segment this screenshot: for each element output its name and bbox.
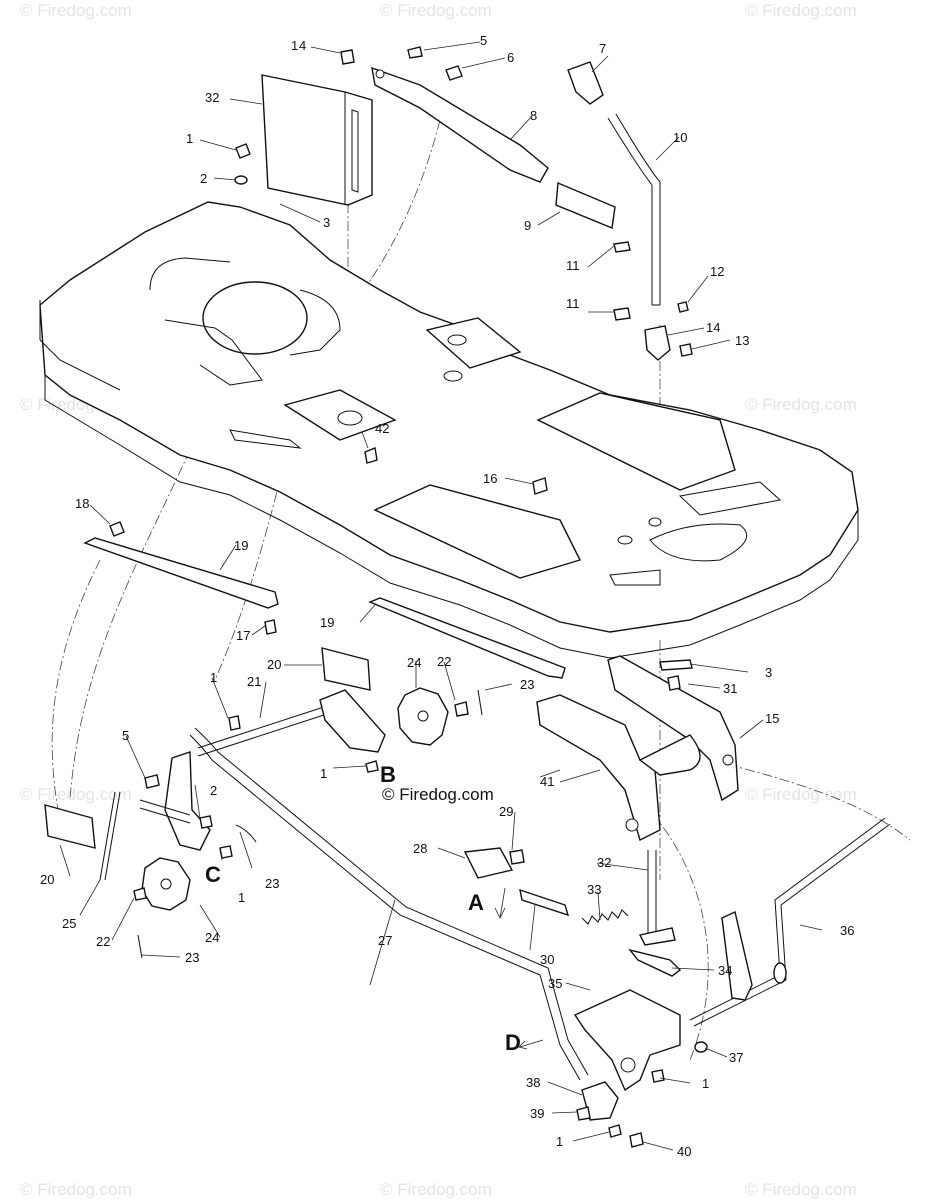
center-brand: © Firedog.com (382, 785, 494, 804)
callout: 1 (238, 890, 245, 905)
callout: 22 (437, 654, 451, 669)
watermark: © Firedog.com (20, 785, 132, 804)
callout: 22 (96, 934, 110, 949)
watermark: © Firedog.com (745, 785, 857, 804)
callout: 3 (323, 215, 330, 230)
callout: 18 (75, 496, 89, 511)
watermark: © Firedog.com (745, 1, 857, 20)
callout: 14 (706, 320, 720, 335)
callout: 11 (566, 258, 580, 273)
callout: 5 (480, 33, 487, 48)
callout: 34 (718, 963, 732, 978)
frame-plate (39, 201, 859, 659)
callout: 16 (483, 471, 497, 486)
callout: 41 (540, 774, 554, 789)
lower-right-parts (463, 817, 891, 1148)
callout: 30 (540, 952, 554, 967)
top-parts (234, 46, 693, 495)
callout: 1 (210, 670, 217, 685)
callout: 12 (710, 264, 724, 279)
callout: 3 (765, 665, 772, 680)
callout: 15 (765, 711, 779, 726)
watermark: © Firedog.com (20, 1180, 132, 1199)
middle-parts (83, 521, 739, 977)
callout: 8 (530, 108, 537, 123)
leader-lines (59, 41, 823, 1151)
reference-letters: A B C D (205, 762, 521, 1055)
callout: 20 (40, 872, 54, 887)
callout: 17 (236, 628, 250, 643)
callout: 1 (186, 131, 193, 146)
watermark-layer: © Firedog.com © Firedog.com © Firedog.co… (20, 1, 857, 1199)
callout: 1 (702, 1076, 709, 1091)
callout: 1 (320, 766, 327, 781)
callout: 5 (122, 728, 129, 743)
watermark: © Firedog.com (745, 395, 857, 414)
watermark: © Firedog.com (380, 1180, 492, 1199)
ref-letter-b: B (380, 762, 396, 787)
callout: 39 (530, 1106, 544, 1121)
callout: 9 (524, 218, 531, 233)
callout: 23 (265, 876, 279, 891)
callout: 6 (507, 50, 514, 65)
callout: 25 (62, 916, 76, 931)
callout: 36 (840, 923, 854, 938)
callout: 1 (556, 1134, 563, 1149)
callout: 38 (526, 1075, 540, 1090)
watermark: © Firedog.com (745, 1180, 857, 1199)
callout: 42 (375, 421, 389, 436)
callout: 40 (677, 1144, 691, 1159)
callout: 21 (247, 674, 261, 689)
callout: 32 (597, 855, 611, 870)
callout: 28 (413, 841, 427, 856)
watermark: © Firedog.com (20, 1, 132, 20)
ref-letter-c: C (205, 862, 221, 887)
callout: 24 (205, 930, 219, 945)
callout: 19 (320, 615, 334, 630)
callout: 31 (723, 681, 737, 696)
callout: 1 (291, 38, 298, 53)
callout: 10 (673, 130, 687, 145)
callout: 13 (735, 333, 749, 348)
callout: 4 (299, 38, 306, 53)
callout: 29 (499, 804, 513, 819)
ref-letter-a: A (468, 890, 484, 915)
left-parts (44, 647, 589, 1081)
ref-letter-d: D (505, 1030, 521, 1055)
watermark: © Firedog.com (380, 1, 492, 20)
callout: 2 (200, 171, 207, 186)
callout: 24 (407, 655, 421, 670)
callout: 23 (520, 677, 534, 692)
callout: 23 (185, 950, 199, 965)
callout: 37 (729, 1050, 743, 1065)
callout: 20 (267, 657, 281, 672)
callout: 2 (210, 783, 217, 798)
callout: 11 (566, 296, 580, 311)
callout: 7 (599, 41, 606, 56)
callout: 19 (234, 538, 248, 553)
callout: 35 (548, 976, 562, 991)
callout: 27 (378, 933, 392, 948)
callout: 32 (205, 90, 219, 105)
callout: 33 (587, 882, 601, 897)
callout-layer: 1 5 6 7 32 1 2 3 8 9 10 11 11 12 13 14 4… (40, 33, 854, 1159)
